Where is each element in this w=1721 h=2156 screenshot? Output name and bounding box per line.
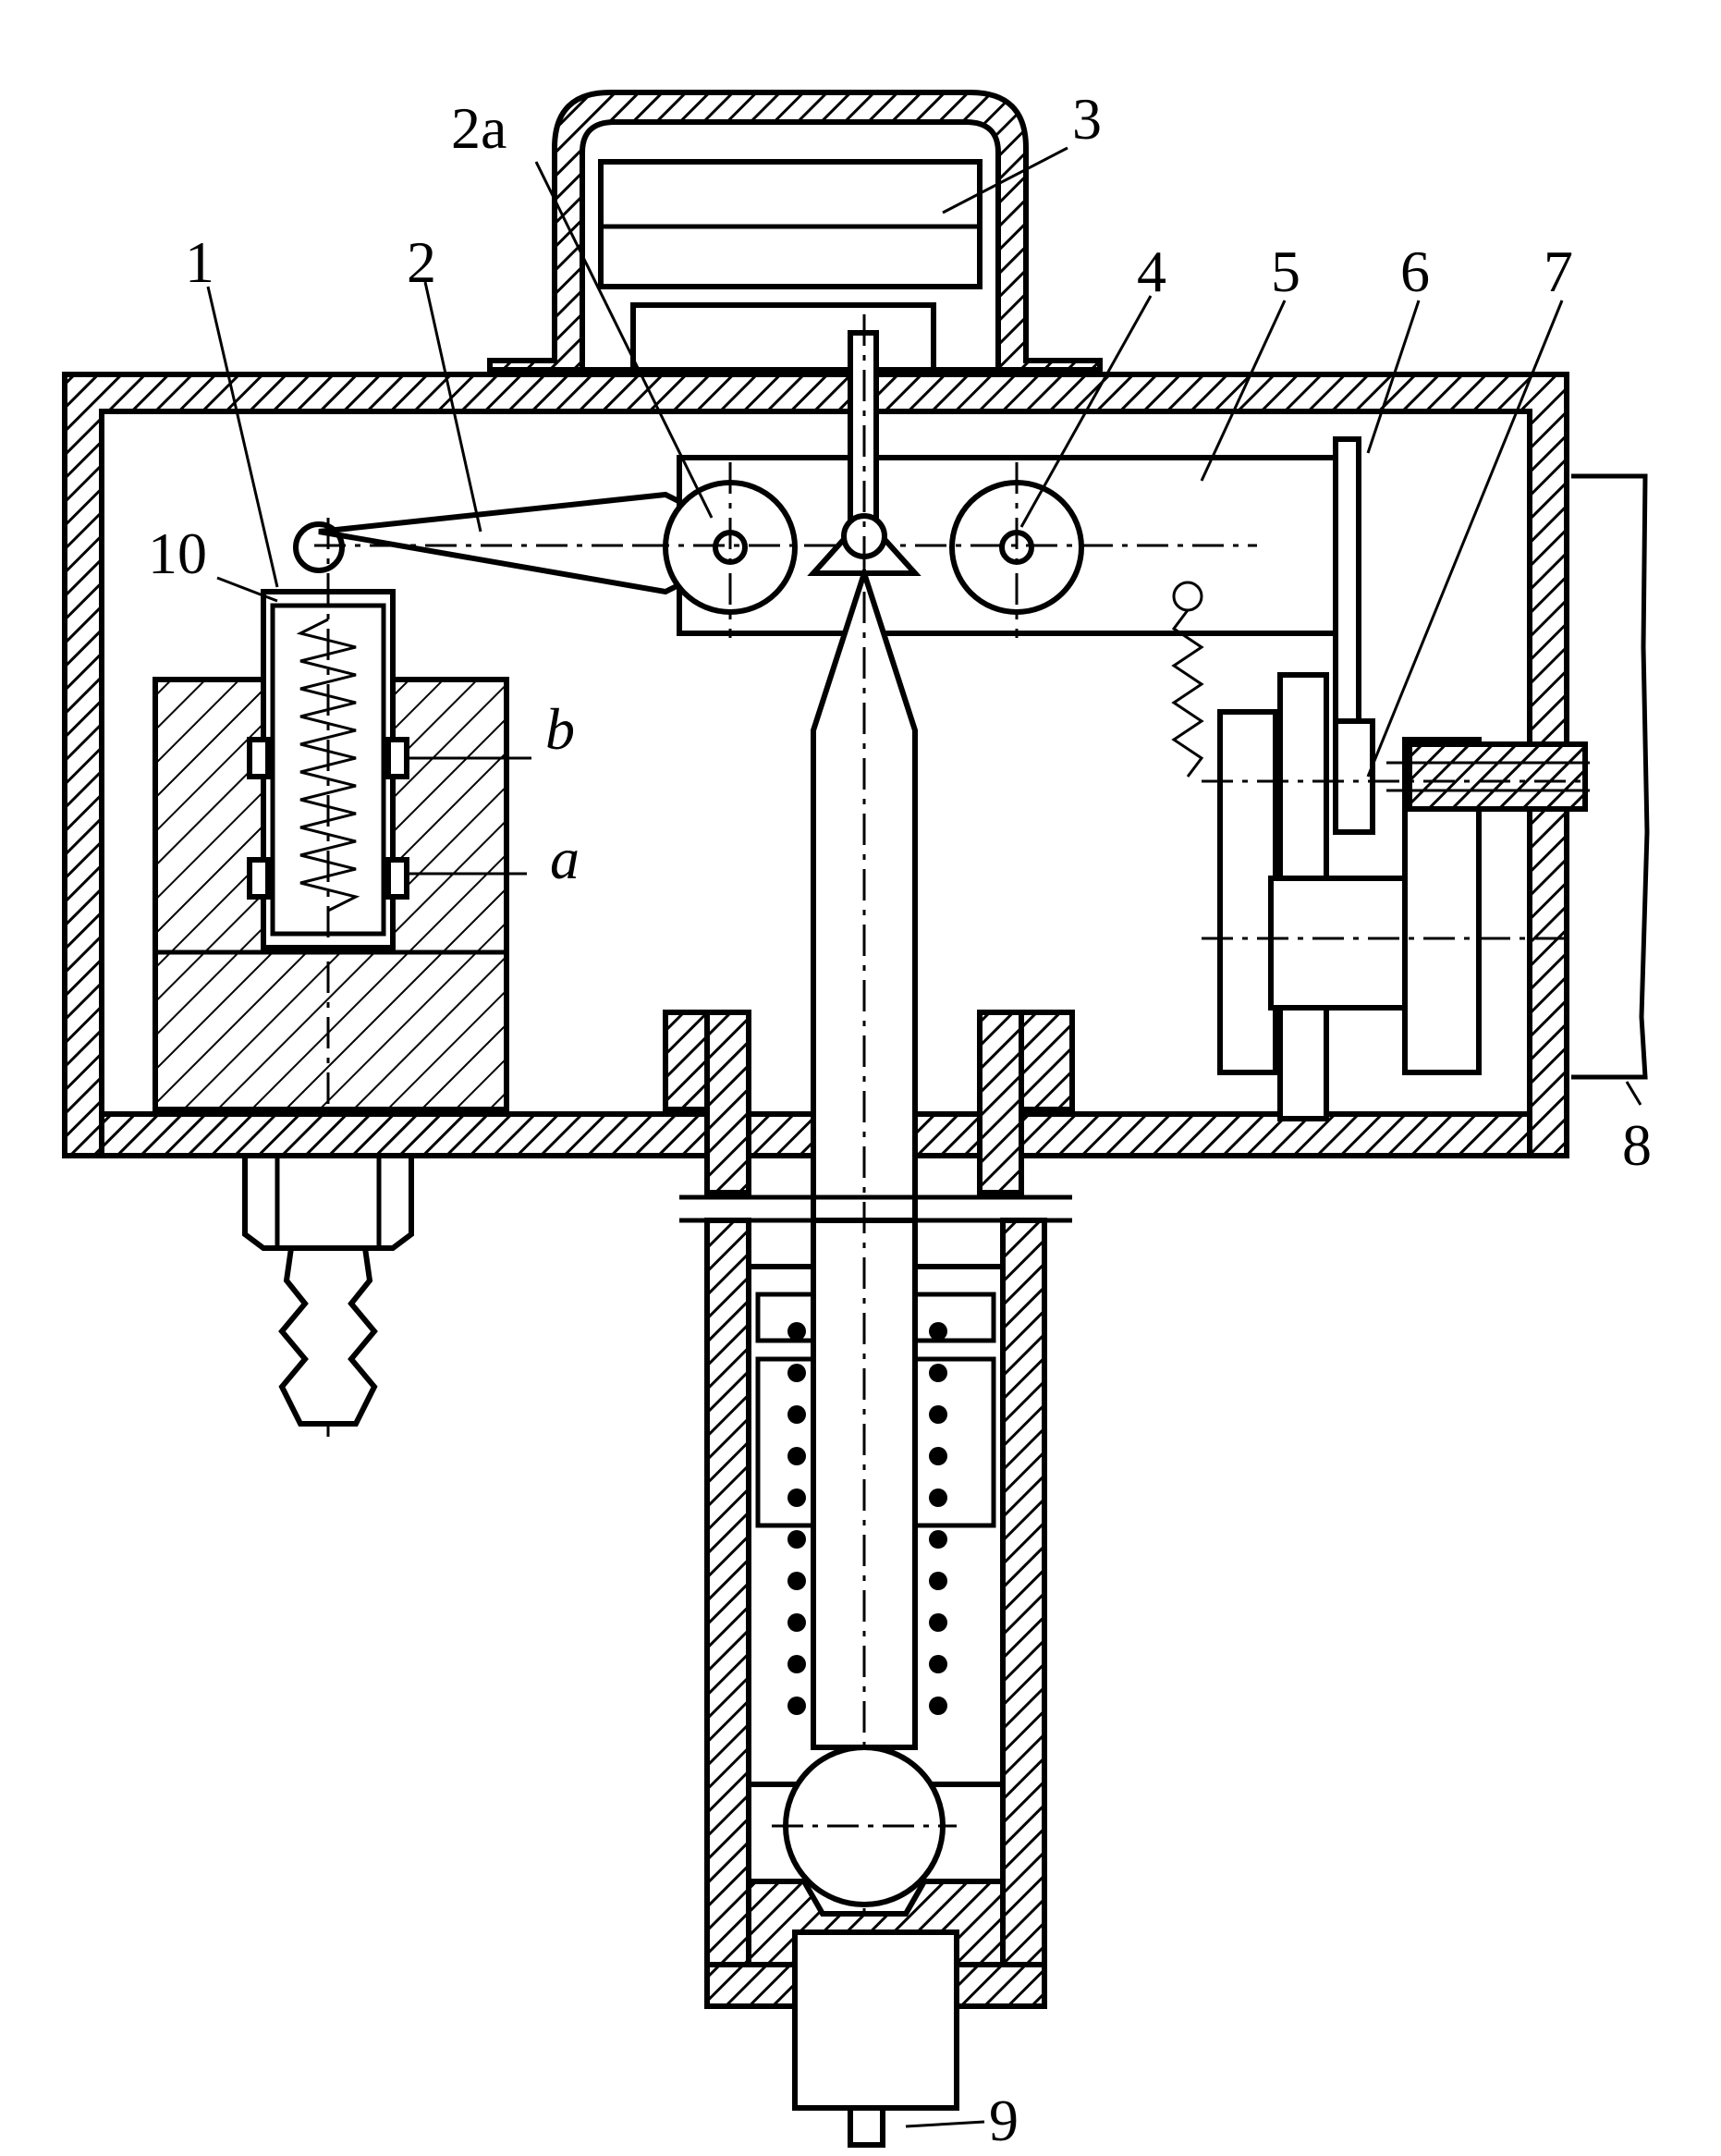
label-a: a: [550, 826, 580, 891]
gear-train: [1171, 436, 1590, 1121]
label-1: 1: [185, 229, 214, 295]
top-cover: [487, 90, 1103, 373]
label-5: 5: [1271, 239, 1300, 304]
side-plate: [1571, 473, 1650, 1080]
label-9: 9: [989, 2088, 1019, 2153]
lower-tube: [99, 1010, 1532, 2148]
leader-lines: [206, 146, 1642, 2128]
ball-spring-left: [787, 1322, 806, 1715]
label-2a: 2a: [451, 95, 507, 161]
ball-spring-right: [929, 1322, 947, 1715]
label-6: 6: [1400, 239, 1430, 304]
label-4: 4: [1137, 239, 1166, 304]
label-7: 7: [1544, 239, 1573, 304]
valve-block: [153, 518, 509, 1442]
label-10: 10: [148, 521, 207, 586]
label-3: 3: [1072, 86, 1102, 152]
label-2: 2: [407, 229, 436, 295]
pipe-fitting: [242, 1153, 414, 1427]
label-b: b: [545, 696, 575, 762]
spindle-ball: [783, 1745, 946, 1907]
label-8: 8: [1622, 1112, 1652, 1178]
tension-spring: [1171, 609, 1204, 778]
